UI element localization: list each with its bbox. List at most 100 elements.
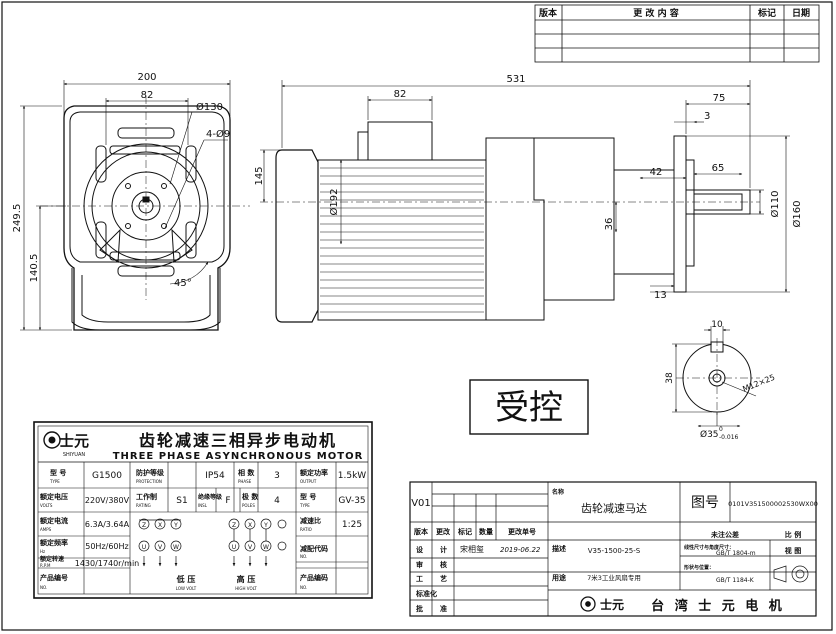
side-view bbox=[275, 121, 751, 323]
np-value-ratio: 1:25 bbox=[342, 520, 362, 530]
np-value-volts: 220V/380V bbox=[85, 496, 130, 505]
np-label-poles: 极 数 bbox=[242, 492, 259, 501]
np-value-poles: 4 bbox=[274, 496, 280, 506]
terminal-low-y: Y bbox=[173, 522, 178, 529]
tb-role-approve-2: 准 bbox=[440, 604, 447, 613]
np-label-output: 额定功率 bbox=[299, 468, 328, 477]
terminal-high-w: W bbox=[263, 544, 269, 551]
dim-thread: M12×25 bbox=[741, 373, 776, 394]
np-label-output-en: OUTPUT bbox=[300, 479, 317, 484]
np-label-freq: 额定频率 bbox=[39, 538, 68, 547]
control-stamp-text: 受控 bbox=[495, 388, 563, 428]
nameplate bbox=[33, 421, 373, 599]
np-value-type: G1500 bbox=[92, 471, 122, 481]
np-label-insulation: 绝缘等级 bbox=[198, 493, 222, 501]
dim-shoulder: 3 bbox=[704, 111, 710, 122]
nameplate-title-en: THREE PHASE ASYNCHRONOUS MOTOR bbox=[113, 451, 364, 462]
dim-flange-diameter: Ø160 bbox=[791, 201, 803, 228]
dim-total-length: 531 bbox=[506, 74, 525, 85]
rev-header-date: 日期 bbox=[792, 7, 810, 19]
np-label-config: 减配代码 bbox=[300, 544, 328, 553]
rev-header-version: 版本 bbox=[538, 7, 558, 19]
dim-terminal-box: 82 bbox=[394, 89, 407, 100]
dim-shaft-diameter: Ø110 bbox=[769, 191, 781, 218]
dim-spacing: 42 bbox=[650, 167, 663, 178]
dim-key-width: 10 bbox=[711, 320, 723, 330]
tb-use-label: 用途 bbox=[552, 573, 567, 582]
tb-role-review-1: 审 bbox=[416, 560, 423, 569]
dim-holes: 4-Ø9 bbox=[206, 128, 230, 140]
terminal-low-x: X bbox=[158, 522, 162, 529]
np-label-phase-en: PHASE bbox=[238, 479, 252, 484]
terminal-high-u: U bbox=[232, 544, 236, 551]
nameplate-brand: 士元 bbox=[59, 432, 89, 450]
tb-role-review-2: 核 bbox=[440, 560, 447, 569]
front-dimension-lines bbox=[20, 80, 231, 331]
np-value-insulation: F bbox=[225, 496, 230, 506]
np-value-rating: S1 bbox=[176, 496, 187, 506]
tb-tol-std1: GB/T 1804-m bbox=[716, 550, 756, 557]
rev-header-content: 更 改 内 容 bbox=[633, 7, 678, 19]
terminal-high-v: V bbox=[248, 544, 253, 551]
tb-role-design-2: 计 bbox=[440, 545, 447, 554]
title-block bbox=[409, 481, 817, 617]
tb-hdr-qty: 数量 bbox=[479, 527, 493, 536]
dim-total-height: 249.5 bbox=[12, 204, 23, 233]
np-value-freq: 50Hz/60Hz bbox=[85, 542, 128, 551]
revision-table bbox=[534, 4, 820, 63]
terminal-diagram bbox=[138, 518, 287, 567]
tb-hdr-version: 版本 bbox=[414, 527, 428, 536]
dim-key-height: 36 bbox=[604, 218, 615, 231]
detail-dimension-lines bbox=[672, 326, 757, 428]
tb-tol-label: 未注公差 bbox=[711, 530, 739, 539]
np-label-rating-en: RATING bbox=[136, 503, 151, 508]
np-label-ratio-en: RATIO bbox=[300, 527, 312, 532]
nameplate-title-cn: 齿轮减速三相异步电动机 bbox=[139, 431, 337, 450]
tb-tol-line2: 形状与位置： bbox=[684, 564, 714, 571]
tb-drawing-no: 0101V351500002530WX00 bbox=[728, 500, 818, 508]
control-stamp-frame bbox=[469, 379, 589, 435]
np-label-amps: 额定电流 bbox=[39, 516, 68, 525]
np-label-phase: 相 数 bbox=[238, 468, 255, 477]
np-value-output: 1.5kW bbox=[338, 471, 367, 481]
dim-tol-top: 0 bbox=[719, 426, 723, 433]
low-volt-label-en: LOW VOLT bbox=[176, 586, 197, 591]
tb-hdr-change: 更改 bbox=[436, 527, 451, 536]
tb-designer: 宋相玺 bbox=[460, 544, 484, 554]
terminal-high-x: X bbox=[248, 522, 252, 529]
np-label-type-en: TYPE bbox=[49, 479, 60, 484]
dim-detail-shaft: Ø35 bbox=[700, 429, 719, 440]
tb-company-brand: 士元 bbox=[600, 597, 624, 612]
dim-bolt-circle: Ø130 bbox=[196, 101, 223, 113]
np-label-gear-type: 型 号 bbox=[300, 492, 316, 501]
dim-detail-height: 38 bbox=[665, 372, 675, 384]
np-label-serial: 产品编号 bbox=[40, 573, 68, 582]
np-label-freq-en: Hz bbox=[40, 549, 45, 554]
low-volt-label: 低 压 bbox=[176, 574, 196, 584]
np-label-insulation-en: INSL bbox=[198, 503, 208, 508]
tb-role-process-1: 工 bbox=[416, 575, 423, 583]
np-label-serial-en: NO. bbox=[40, 585, 47, 590]
nameplate-brand-en: SHIYUAN bbox=[63, 452, 86, 458]
np-label-rating: 工作制 bbox=[136, 492, 157, 501]
np-label-poles-en: POLES bbox=[242, 503, 255, 508]
np-label-ratio: 减速比 bbox=[300, 516, 321, 525]
np-value-amps: 6.3A/3.64A bbox=[85, 520, 130, 529]
terminal-high-y: Y bbox=[263, 522, 268, 529]
dim-tol-bottom: -0.016 bbox=[719, 434, 739, 441]
tb-version: V01 bbox=[411, 498, 431, 509]
dim-front-width: 200 bbox=[137, 72, 156, 83]
tb-desc: V35-1500-25-S bbox=[588, 547, 641, 555]
tb-view-label: 视 图 bbox=[785, 546, 801, 555]
front-centerlines bbox=[40, 96, 250, 300]
tb-role-approve-1: 批 bbox=[416, 604, 423, 613]
np-label-volts-en: VOLTS bbox=[40, 503, 53, 508]
tb-tol-std2: GB/T 1184-K bbox=[716, 577, 755, 584]
dim-front-inner-width: 82 bbox=[141, 90, 154, 101]
np-label-protection-en: PROTECTION bbox=[136, 479, 162, 484]
tb-tol-line1: 线性尺寸与角度尺寸： bbox=[684, 544, 734, 551]
tb-hdr-mark: 标记 bbox=[457, 527, 472, 536]
np-label-product-code: 产品编码 bbox=[300, 573, 328, 582]
